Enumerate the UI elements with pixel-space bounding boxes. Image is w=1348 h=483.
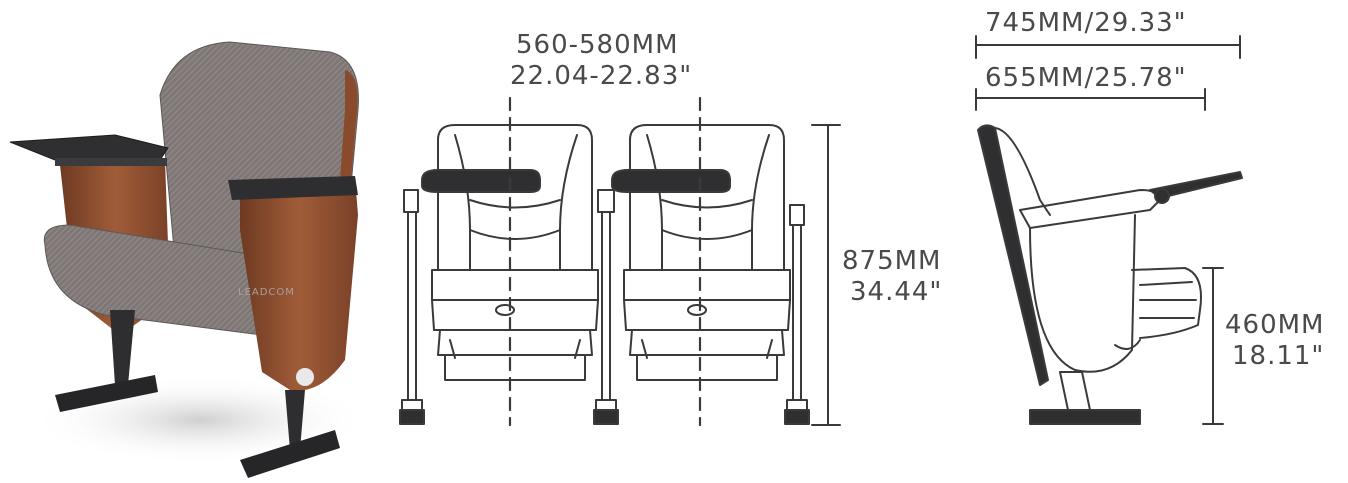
side-profile [977,124,1243,425]
seat-height-mm: 460MM [1225,310,1325,340]
seat-height-line [1202,267,1224,425]
leg-standards [399,189,810,425]
width-dimension-mm: 560-580MM [516,30,679,60]
overall-depth-label: 745MM/29.33" [985,8,1187,38]
right-arm-panel [240,178,358,391]
left-leg [110,310,135,385]
overall-depth-line [975,35,1241,59]
seat-depth-line [975,88,1206,111]
height-dimension-mm: 875MM [842,246,942,276]
left-foot [55,375,158,412]
width-dimension-inch: 22.04-22.83" [510,61,693,91]
seat-height-inch: 18.11" [1232,341,1325,371]
height-dimension-line [811,124,841,426]
right-foot [240,430,340,478]
writing-tablet [9,134,169,161]
chair-photo [9,41,370,478]
seat-cushion [43,224,263,336]
right-leg [285,390,305,450]
brand-watermark: LEADCOM [238,287,295,298]
height-dimension-inch: 34.44" [850,277,943,307]
seat-depth-label: 655MM/25.78" [985,63,1187,93]
